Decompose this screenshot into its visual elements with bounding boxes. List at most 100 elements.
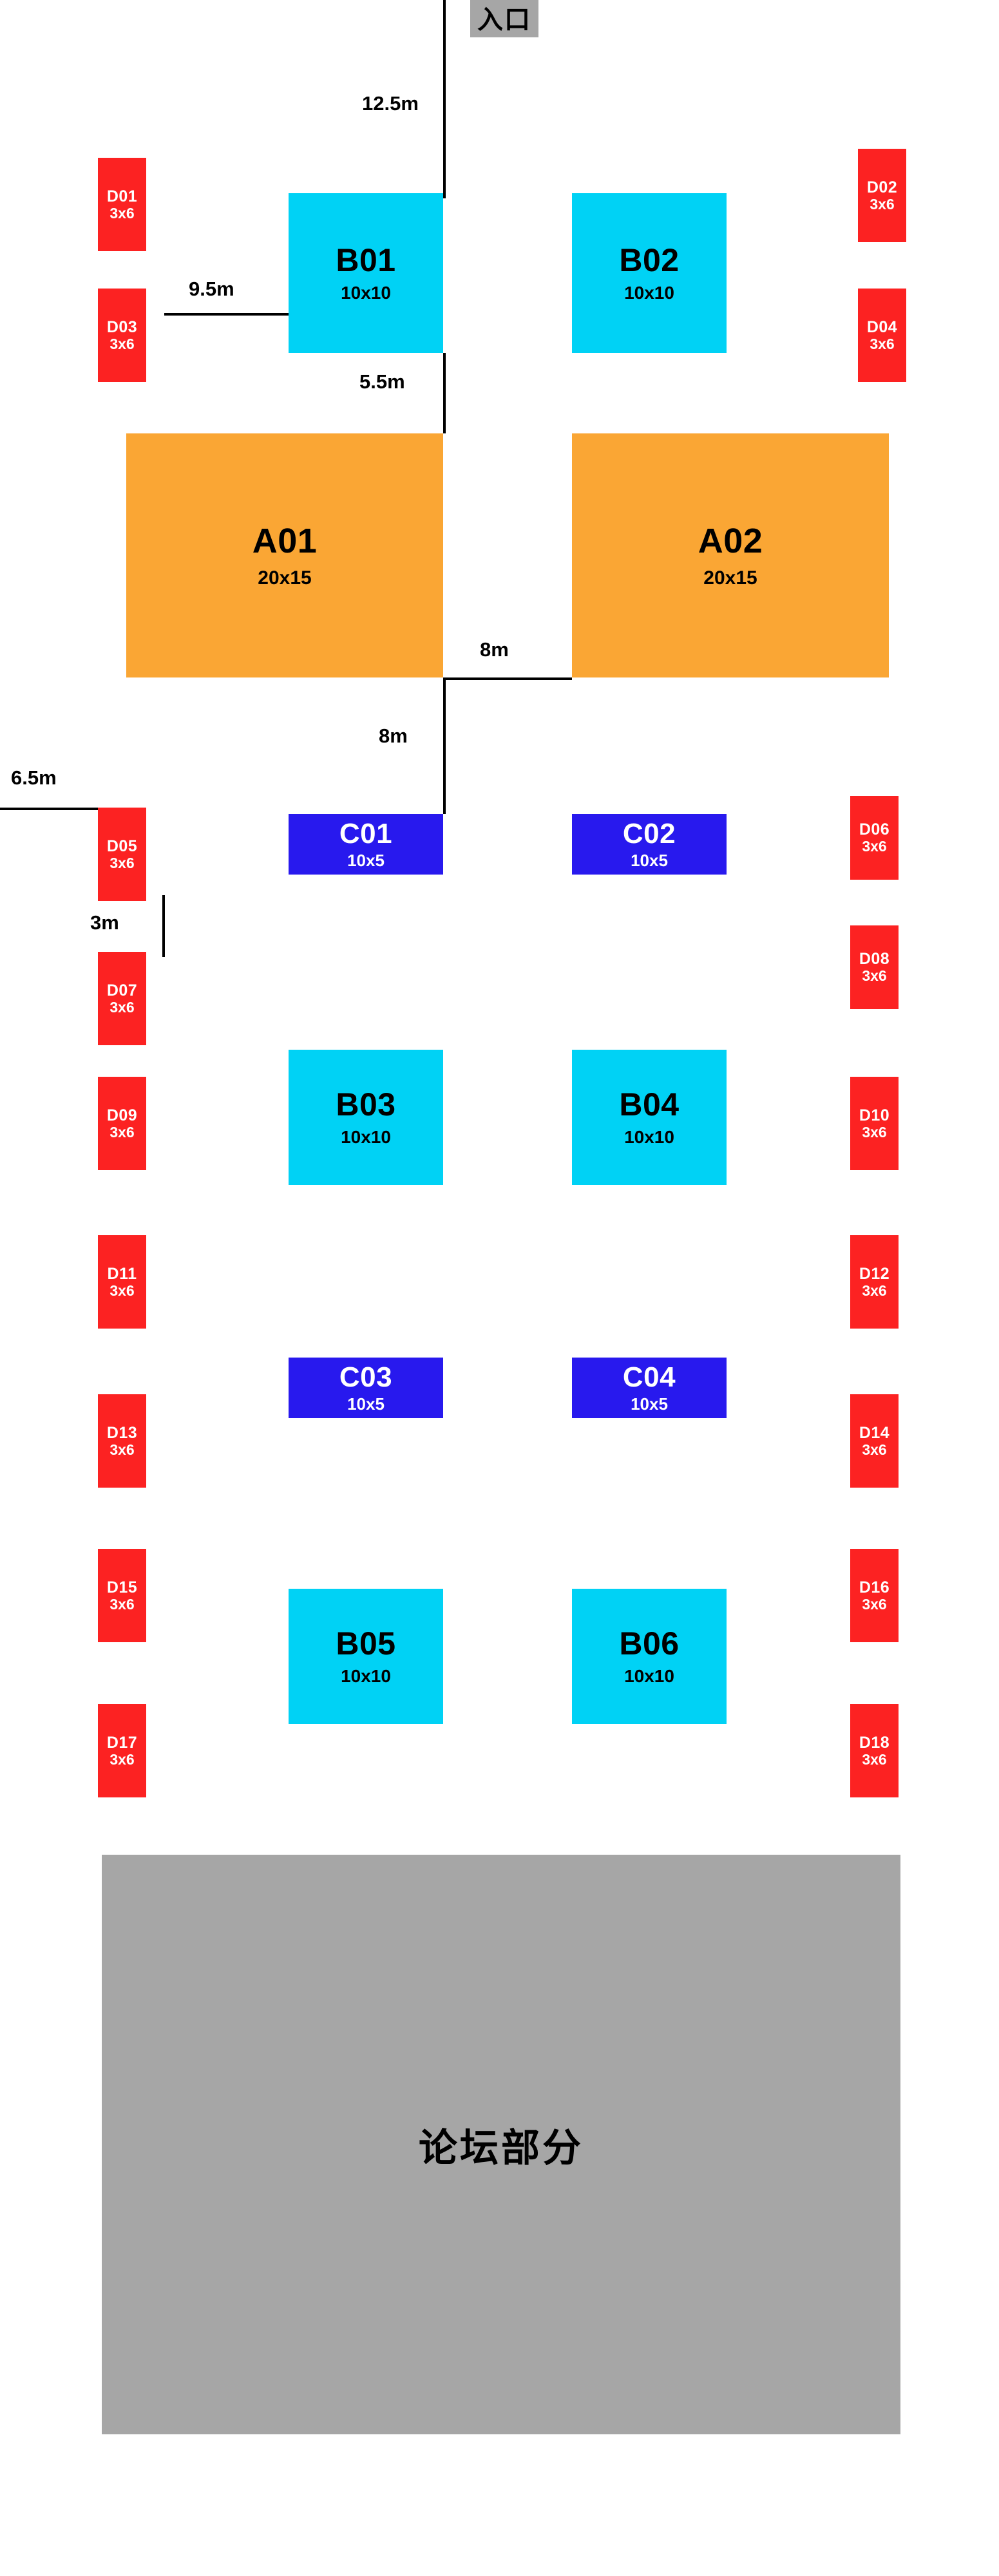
forum-label: 论坛部分 xyxy=(419,2126,584,2170)
booth-size: 10x10 xyxy=(341,283,391,303)
booth-size: 10x10 xyxy=(624,1127,674,1147)
booth-id: C04 xyxy=(622,1361,676,1393)
hall-A01[interactable]: A01 20x15 xyxy=(126,433,443,677)
booth-D10[interactable]: D10 3x6 xyxy=(850,1077,899,1170)
booth-id: D15 xyxy=(106,1578,138,1596)
booth-size: 10x10 xyxy=(341,1127,391,1147)
booth-size: 3x6 xyxy=(109,1441,135,1458)
booth-D07[interactable]: D07 3x6 xyxy=(98,952,146,1045)
booth-D14[interactable]: D14 3x6 xyxy=(850,1394,899,1488)
dimension-8m-horizontal: 8m xyxy=(480,638,509,661)
booth-C02[interactable]: C02 10x5 xyxy=(572,814,727,875)
booth-size: 20x15 xyxy=(703,567,757,589)
booth-D08[interactable]: D08 3x6 xyxy=(850,925,899,1009)
booth-D15[interactable]: D15 3x6 xyxy=(98,1549,146,1642)
booth-size: 3x6 xyxy=(862,1750,887,1768)
entrance-text: 入口 xyxy=(477,6,531,34)
dimension-6-5m: 6.5m xyxy=(11,766,57,789)
booth-size: 3x6 xyxy=(109,854,135,871)
booth-size: 3x6 xyxy=(862,838,887,855)
booth-id: D17 xyxy=(106,1733,138,1752)
guide-line-b01-a01-vertical xyxy=(443,353,446,433)
booth-size: 10x5 xyxy=(347,1394,385,1414)
booth-id: D01 xyxy=(106,187,138,205)
booth-size: 20x15 xyxy=(258,567,312,589)
booth-D05[interactable]: D05 3x6 xyxy=(98,808,146,901)
booth-B04[interactable]: B04 10x10 xyxy=(572,1050,727,1185)
booth-D09[interactable]: D09 3x6 xyxy=(98,1077,146,1170)
booth-id: D04 xyxy=(866,317,898,336)
booth-size: 3x6 xyxy=(109,1750,135,1768)
booth-id: A02 xyxy=(698,521,763,560)
booth-id: B06 xyxy=(619,1625,680,1662)
booth-D03[interactable]: D03 3x6 xyxy=(98,289,146,382)
booth-size: 3x6 xyxy=(862,1282,887,1299)
booth-id: D06 xyxy=(859,820,890,838)
booth-id: D18 xyxy=(859,1733,890,1752)
booth-size: 3x6 xyxy=(109,1595,135,1613)
entrance-label: 入口 xyxy=(470,0,538,37)
booth-size: 3x6 xyxy=(862,1123,887,1141)
booth-size: 3x6 xyxy=(862,1595,887,1613)
booth-D02[interactable]: D02 3x6 xyxy=(858,149,906,242)
booth-size: 10x5 xyxy=(347,851,385,870)
booth-size: 10x5 xyxy=(631,1394,668,1414)
guide-line-a01-c01-vertical xyxy=(443,677,446,814)
booth-D01[interactable]: D01 3x6 xyxy=(98,158,146,251)
dimension-8m-vertical: 8m xyxy=(379,724,408,747)
booth-id: C03 xyxy=(339,1361,393,1393)
dimension-5-5m: 5.5m xyxy=(359,370,405,393)
booth-D06[interactable]: D06 3x6 xyxy=(850,796,899,880)
booth-id: D13 xyxy=(106,1423,138,1442)
guide-line-entrance-vertical xyxy=(443,0,446,198)
booth-B06[interactable]: B06 10x10 xyxy=(572,1589,727,1724)
dimension-12-5m: 12.5m xyxy=(362,92,419,115)
booth-id: D16 xyxy=(859,1578,890,1596)
booth-C01[interactable]: C01 10x5 xyxy=(289,814,443,875)
booth-D11[interactable]: D11 3x6 xyxy=(98,1235,146,1329)
booth-id: D12 xyxy=(859,1264,890,1283)
booth-id: A01 xyxy=(252,521,318,560)
booth-id: B01 xyxy=(336,242,396,278)
booth-size: 3x6 xyxy=(862,967,887,984)
booth-B03[interactable]: B03 10x10 xyxy=(289,1050,443,1185)
booth-B05[interactable]: B05 10x10 xyxy=(289,1589,443,1724)
booth-size: 3x6 xyxy=(870,335,895,352)
booth-size: 10x10 xyxy=(624,283,674,303)
guide-line-d05-d07-vertical xyxy=(162,895,165,957)
booth-size: 3x6 xyxy=(109,204,135,222)
booth-C04[interactable]: C04 10x5 xyxy=(572,1358,727,1418)
booth-size: 3x6 xyxy=(109,998,135,1016)
booth-id: D07 xyxy=(106,981,138,999)
booth-size: 10x10 xyxy=(624,1666,674,1686)
booth-D13[interactable]: D13 3x6 xyxy=(98,1394,146,1488)
booth-id: D02 xyxy=(866,178,898,196)
booth-id: B05 xyxy=(336,1625,396,1662)
booth-D18[interactable]: D18 3x6 xyxy=(850,1704,899,1797)
guide-line-a01-bottom-horizontal xyxy=(443,677,572,680)
booth-size: 3x6 xyxy=(109,335,135,352)
booth-D16[interactable]: D16 3x6 xyxy=(850,1549,899,1642)
booth-id: D10 xyxy=(859,1106,890,1124)
booth-id: D09 xyxy=(106,1106,138,1124)
booth-size: 3x6 xyxy=(109,1282,135,1299)
hall-A02[interactable]: A02 20x15 xyxy=(572,433,889,677)
booth-id: B02 xyxy=(619,242,680,278)
booth-D12[interactable]: D12 3x6 xyxy=(850,1235,899,1329)
guide-line-left-wall-horizontal xyxy=(0,808,98,810)
booth-id: D05 xyxy=(106,837,138,855)
forum-section[interactable]: 论坛部分 xyxy=(102,1855,900,2434)
booth-C03[interactable]: C03 10x5 xyxy=(289,1358,443,1418)
booth-id: C01 xyxy=(339,818,393,849)
dimension-3m: 3m xyxy=(90,911,119,934)
booth-D17[interactable]: D17 3x6 xyxy=(98,1704,146,1797)
booth-B02[interactable]: B02 10x10 xyxy=(572,193,727,353)
booth-id: B03 xyxy=(336,1086,396,1122)
booth-size: 3x6 xyxy=(870,195,895,213)
booth-size: 3x6 xyxy=(862,1441,887,1458)
booth-D04[interactable]: D04 3x6 xyxy=(858,289,906,382)
booth-B01[interactable]: B01 10x10 xyxy=(289,193,443,353)
booth-id: B04 xyxy=(619,1086,680,1122)
booth-size: 10x10 xyxy=(341,1666,391,1686)
